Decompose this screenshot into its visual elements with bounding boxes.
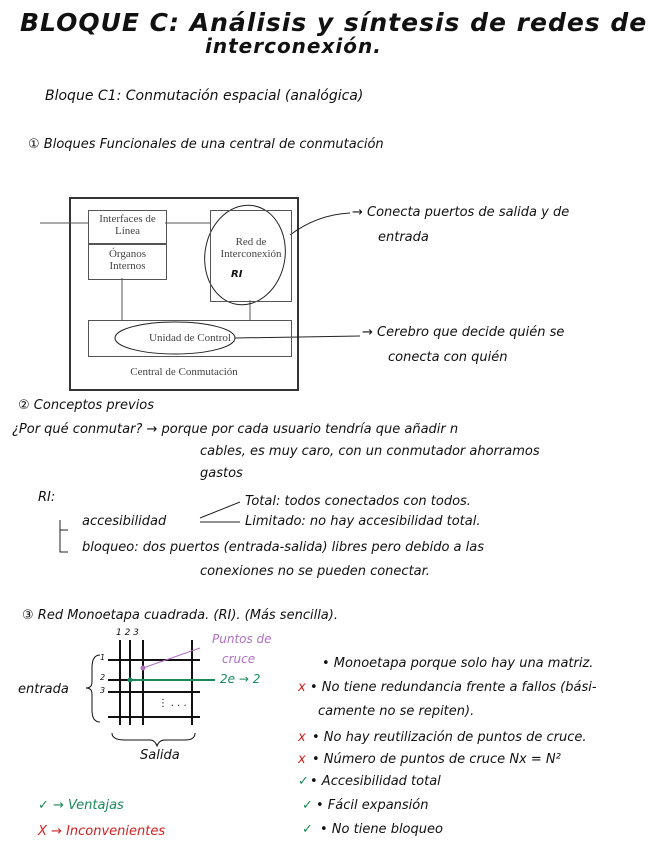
bloqueo-text: bloqueo: dos puertos (entrada-salida) li… [82, 540, 484, 555]
bullet-text: • No hay reutilización de puntos de cruc… [312, 730, 587, 745]
section2-heading: ② Conceptos previos [18, 398, 155, 413]
check-icon: ✓ [302, 822, 313, 837]
bloqueo-text-2: conexiones no se pueden conectar. [200, 564, 430, 579]
check-icon: ✓ [298, 774, 309, 789]
note-red-2: entrada [378, 230, 429, 245]
question-text: ¿Por qué conmutar? [12, 422, 143, 437]
title-line-1: BLOQUE C: Análisis y síntesis de redes d… [20, 8, 648, 37]
note-control-text: Cerebro que decide quién se [377, 325, 565, 340]
puntos-cruce-label-2: cruce [222, 652, 256, 666]
red-interconexion-box: Red de Interconexión RI [210, 210, 292, 302]
section1-heading: ① Bloques Funcionales de una central de … [28, 137, 384, 152]
ri-heading: RI: [38, 490, 56, 505]
bullet-text: • Fácil expansión [316, 798, 429, 813]
cross-icon: x [298, 730, 306, 745]
bullet-text: • Número de puntos de cruce Nx = N² [312, 752, 561, 767]
salida-label: Salida [140, 748, 180, 763]
bullet-text: camente no se repiten). [318, 704, 475, 719]
legend-inconvenientes: X → Inconvenientes [38, 824, 166, 839]
bullet-text: • No tiene redundancia frente a fallos (… [310, 680, 597, 695]
answer-3: gastos [200, 466, 243, 481]
bullet-item: x • No tiene redundancia frente a fallos … [298, 680, 597, 695]
bullet-text: • No tiene bloqueo [320, 822, 443, 837]
grid-row-2: 2 [100, 673, 106, 682]
grid-row-3: 3 [100, 686, 106, 695]
cross-icon: x [298, 752, 306, 767]
entrada-label: entrada [18, 682, 69, 697]
unidad-control-box: Unidad de Control [88, 320, 292, 357]
total-text: Total: todos conectados con todos. [245, 494, 471, 509]
bullet-item: ✓• Accesibilidad total [298, 774, 441, 789]
bullet-item: ✓ • No tiene bloqueo [302, 822, 443, 837]
bullet-item: x • No hay reutilización de puntos de cru… [298, 730, 587, 745]
bullet-item: camente no se repiten). [318, 704, 474, 719]
grid-dots: ⋮ . . . [158, 698, 188, 709]
arrow-label: 2e → 2 [220, 672, 261, 686]
legend-ventajas: ✓ → Ventajas [38, 798, 124, 813]
bullet-text: • Monoetapa porque solo hay una matriz. [322, 656, 594, 671]
grid-row-1: 1 [100, 653, 106, 662]
check-icon: ✓ [302, 798, 313, 813]
cross-icon: x [298, 680, 306, 695]
organos-label: Órganos Internos [108, 248, 147, 272]
bullet-item: x • Número de puntos de cruce Nx = N² [298, 752, 561, 767]
central-label: Central de Conmutación [130, 366, 238, 378]
note-red-1: → Conecta puertos de salida y de [352, 205, 570, 220]
interfaces-box: Interfaces de Línea [88, 210, 167, 245]
question: ¿Por qué conmutar? → porque por cada usu… [12, 422, 459, 437]
limitado-text: Limitado: no hay accesibilidad total. [245, 514, 481, 529]
bullet-text: • Accesibilidad total [310, 774, 441, 789]
bullet-item: ✓• Fácil expansión [302, 798, 428, 813]
grid-col-labels: 1 2 3 [116, 628, 139, 638]
interfaces-label: Interfaces de Línea [99, 213, 156, 237]
subtitle: Bloque C1: Conmutación espacial (analógi… [45, 88, 364, 104]
red-label: Red de Interconexión [220, 236, 282, 260]
answer-1: porque por cada usuario tendría que añad… [161, 422, 459, 437]
section3-heading: ③ Red Monoetapa cuadrada. (RI). (Más sen… [22, 608, 338, 623]
unidad-label: Unidad de Control [149, 332, 231, 344]
note-control-1: → Cerebro que decide quién se [362, 325, 565, 340]
organos-box: Órganos Internos [88, 243, 167, 280]
title-line-2: interconexión. [205, 34, 382, 58]
ri-label: RI [231, 269, 243, 280]
accesibilidad-text: accesibilidad [82, 514, 167, 529]
puntos-cruce-label-1: Puntos de [212, 632, 272, 646]
answer-2: cables, es muy caro, con un conmutador a… [200, 444, 540, 459]
note-red-text: Conecta puertos de salida y de [367, 205, 570, 220]
note-control-2: conecta con quién [388, 350, 508, 365]
bullet-item: • Monoetapa porque solo hay una matriz. [310, 656, 593, 671]
